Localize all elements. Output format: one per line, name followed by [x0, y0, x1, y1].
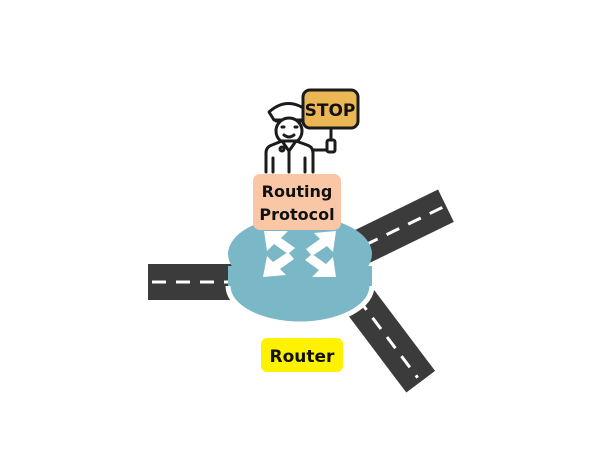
- routing-protocol-line-2: Protocol: [259, 205, 334, 224]
- stop-sign: STOP: [301, 88, 360, 130]
- road-lower-right: [340, 283, 436, 393]
- routing-protocol-label: Routing Protocol: [253, 174, 341, 230]
- routing-protocol-line-1: Routing: [262, 182, 333, 201]
- router-label-text: Router: [270, 347, 336, 367]
- traffic-police-icon: [264, 102, 337, 174]
- router-icon: [225, 216, 375, 327]
- router-arrows: [263, 231, 336, 277]
- router-label: Router: [261, 338, 343, 372]
- stop-sign-text: STOP: [305, 101, 356, 121]
